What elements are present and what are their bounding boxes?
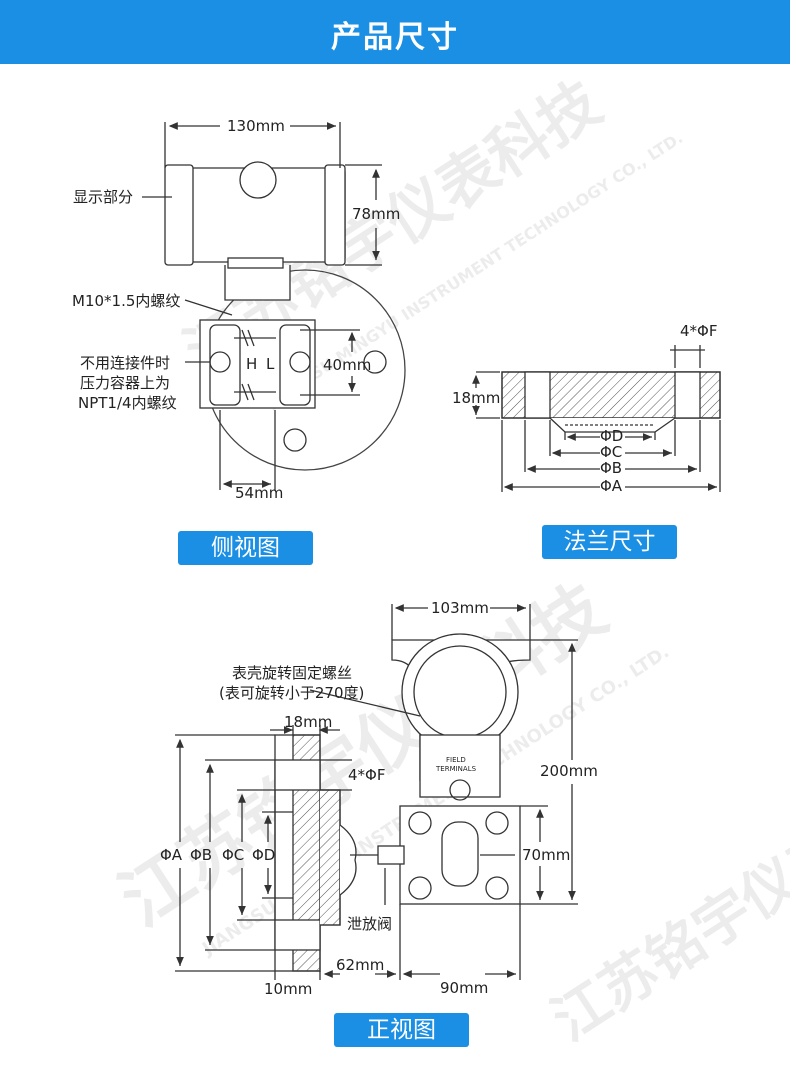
side-label-thread: M10*1.5内螺纹 (72, 292, 181, 310)
side-label-l: L (266, 355, 275, 373)
front-view-drawing (175, 604, 578, 980)
side-label-display: 显示部分 (73, 188, 134, 206)
front-terminal-2: TERMINALS (436, 765, 477, 773)
front-label-screw-2: (表可旋转小于270度) (219, 684, 365, 702)
tag-front-view: 正视图 (334, 1013, 469, 1047)
header-bar: 产品尺寸 (0, 0, 790, 64)
flange-dim-a: ΦA (600, 477, 623, 495)
front-dim-a: ΦA (160, 846, 183, 864)
front-dim-90: 90mm (440, 979, 489, 997)
flange-dim-d: ΦD (600, 427, 624, 445)
front-dim-62: 62mm (336, 956, 385, 974)
front-dim-d: ΦD (252, 846, 276, 864)
front-dim-holes: 4*ΦF (348, 766, 386, 784)
side-dim-base: 54mm (235, 484, 284, 502)
front-dim-body: 70mm (522, 846, 571, 864)
front-dim-10: 10mm (264, 980, 313, 998)
side-dim-flange: 40mm (323, 356, 372, 374)
flange-dim-holes: 4*ΦF (680, 322, 718, 340)
front-dim-b: ΦB (190, 846, 213, 864)
side-label-h: H (246, 355, 258, 373)
flange-view-drawing (472, 345, 721, 492)
front-terminal-1: FIELD (446, 756, 466, 764)
tag-flange-view: 法兰尺寸 (542, 525, 677, 559)
front-label-valve: 泄放阀 (347, 915, 393, 933)
front-label-screw-1: 表壳旋转固定螺丝 (232, 664, 353, 682)
side-label-note-1: 不用连接件时 (80, 354, 171, 372)
side-dim-height: 78mm (352, 205, 401, 223)
flange-dim-c: ΦC (600, 443, 623, 461)
side-dim-width: 130mm (227, 117, 285, 135)
front-dim-top: 103mm (431, 599, 489, 617)
side-label-note-3: NPT1/4内螺纹 (78, 394, 177, 412)
side-view-drawing (142, 122, 406, 490)
page-title: 产品尺寸 (331, 20, 459, 55)
front-dim-flange-thk: 18mm (284, 713, 333, 731)
front-dim-c: ΦC (222, 846, 245, 864)
flange-dim-b: ΦB (600, 459, 623, 477)
side-label-note-2: 压力容器上为 (80, 374, 171, 392)
flange-dim-thickness: 18mm (452, 389, 501, 407)
front-dim-height: 200mm (540, 762, 598, 780)
tag-side-view: 侧视图 (178, 531, 313, 565)
